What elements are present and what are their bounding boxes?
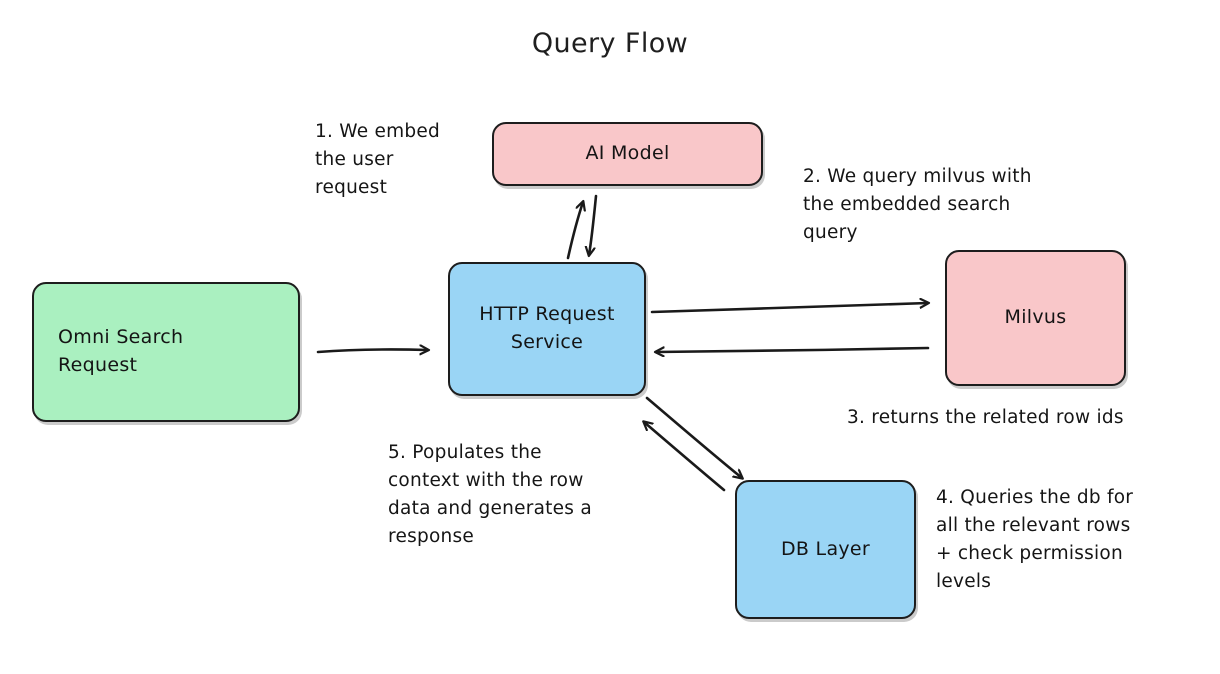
note-step-3: 3. returns the related row ids [847, 407, 1124, 428]
node-omni-search-request[interactable]: Omni Search Request [32, 282, 300, 422]
edge-omni-to-http [316, 349, 428, 352]
node-db-layer[interactable]: DB Layer [735, 480, 916, 619]
edge-http-to-milvus [650, 303, 928, 314]
edge-http-to-ai [566, 202, 583, 260]
node-http-request-service-label: HTTP Request Service [479, 303, 615, 353]
edge-ai-to-http [589, 194, 598, 255]
edge-milvus-to-http [656, 348, 930, 352]
node-db-layer-label: DB Layer [780, 537, 871, 560]
node-milvus-label: Milvus [1004, 306, 1067, 329]
page-title: Query Flow [531, 28, 689, 59]
note-step-4: 4. Queries the db for all the relevant r… [936, 487, 1134, 593]
edge-http-to-db [645, 396, 742, 478]
node-omni-search-request-label: Omni Search Request [58, 326, 184, 376]
note-step-5: 5. Populates the context with the row da… [388, 442, 592, 548]
node-milvus[interactable]: Milvus [945, 250, 1126, 386]
note-step-2: 2. We query milvus with the embedded sea… [803, 166, 1032, 244]
node-ai-model[interactable]: AI Model [492, 122, 763, 186]
note-step-1: 1. We embed the user request [315, 121, 441, 199]
node-http-request-service[interactable]: HTTP Request Service [448, 262, 646, 396]
node-ai-model-label: AI Model [585, 142, 670, 165]
